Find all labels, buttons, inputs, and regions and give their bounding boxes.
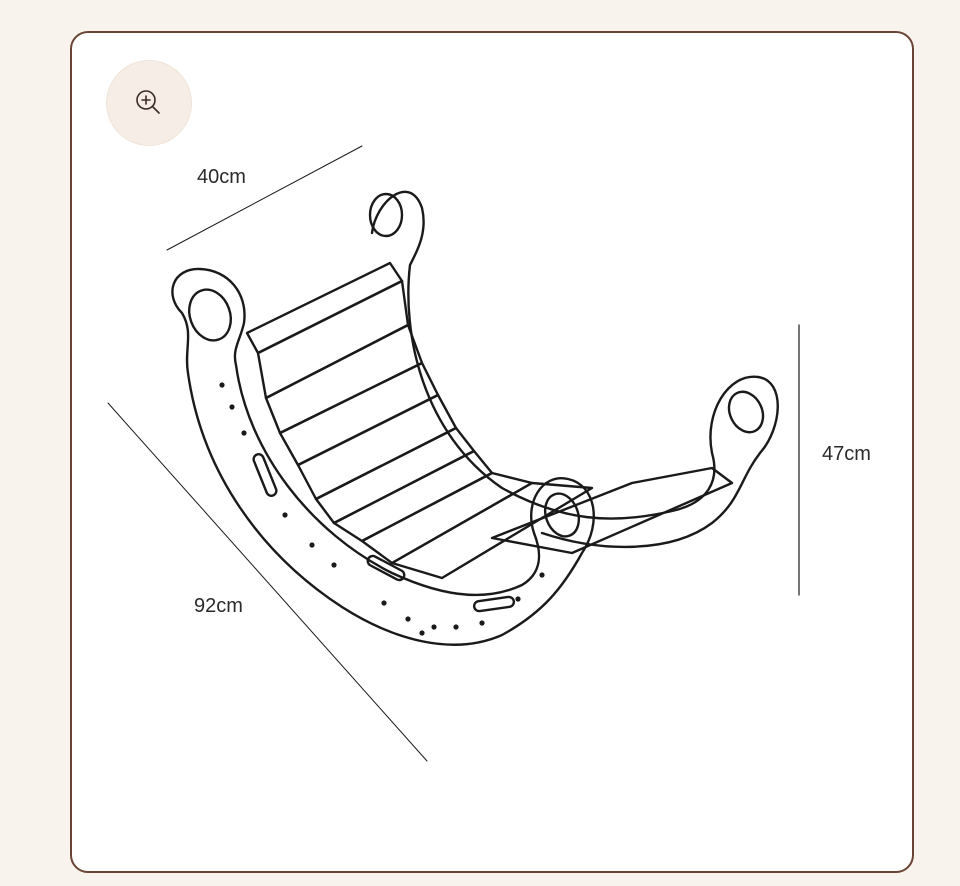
zoom-in-icon <box>136 90 160 114</box>
front-rocker-panel <box>171 267 595 646</box>
back-panel-handle-right <box>727 390 765 434</box>
rocker-line-drawing <box>107 145 800 762</box>
panel-slot <box>472 595 516 613</box>
front-panel-handle-left <box>188 288 232 342</box>
front-panel-handle-right <box>543 492 581 538</box>
panel-slot <box>252 453 278 497</box>
height-dimension-label: 47cm <box>822 443 871 465</box>
length-dimension-label: 92cm <box>194 595 243 617</box>
zoom-button[interactable] <box>107 61 191 145</box>
slats <box>245 261 734 580</box>
panel-slot <box>366 554 406 582</box>
length-dimension-line <box>107 402 428 762</box>
panel-holes <box>219 382 545 636</box>
width-dimension-line <box>166 145 363 251</box>
back-rocker-panel <box>370 190 779 549</box>
width-dimension-label: 40cm <box>197 166 246 188</box>
product-image-card: 40cm 92cm 47cm <box>70 31 914 873</box>
back-panel-handle-left <box>368 192 404 238</box>
